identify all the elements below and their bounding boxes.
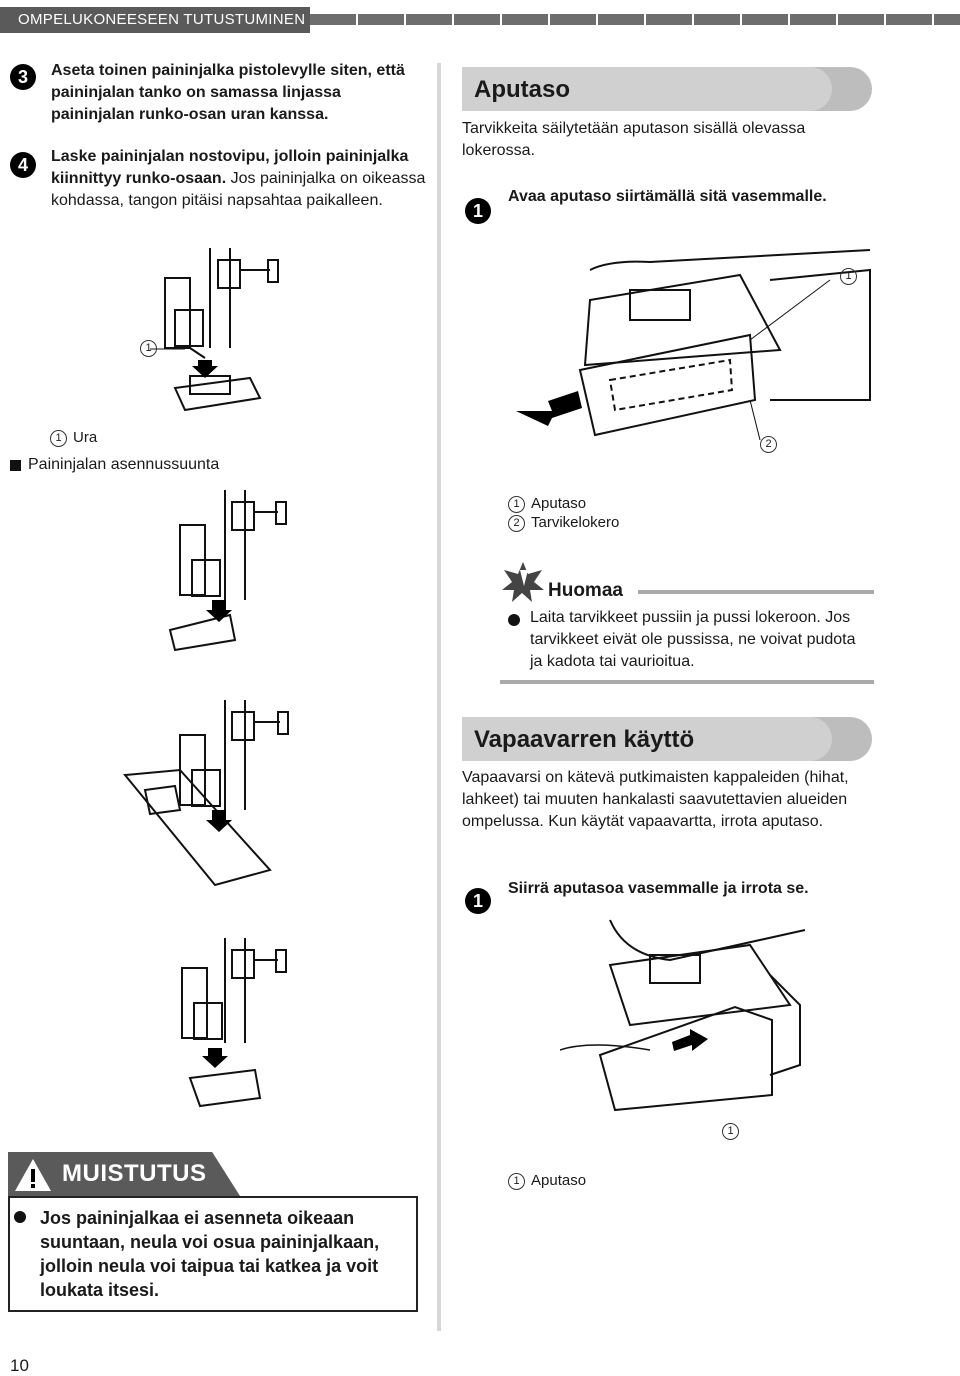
sewing-machine-figure-remove-table (560, 919, 806, 1112)
vapaavarsi-heading-bar: Vapaavarren käyttö (462, 717, 872, 761)
note-icon (502, 562, 544, 602)
vapaavarsi-intro: Vapaavarsi on kätevä putkimaisten kappal… (462, 769, 849, 830)
presser-foot-figure-1 (150, 248, 279, 412)
aputaso-heading-bar: Aputaso (462, 67, 872, 111)
step-3-number: 3 (10, 64, 36, 90)
header-rule (310, 14, 960, 25)
warning-icon (15, 1159, 51, 1191)
column-divider (437, 63, 441, 1331)
vapaavarsi-step-1-text: Siirrä aputasoa vasemmalle ja irrota se. (508, 880, 809, 897)
step-4-number: 4 (10, 152, 36, 178)
note-title-rule (638, 590, 874, 594)
caution-box (8, 1196, 418, 1312)
step-3-text: Aseta toinen paininjalka pistolevylle si… (51, 62, 405, 123)
aputaso-callout-1: 1 (840, 268, 863, 286)
note-bottom-rule (500, 680, 874, 684)
heading-square-icon (10, 460, 21, 471)
presser-foot-figure-4 (181, 938, 287, 1108)
aputaso-intro: Tarvikkeita säilytetään aputason sisällä… (462, 120, 806, 159)
vapaavarsi-step-1-number: 1 (465, 888, 491, 914)
bullet-icon (508, 614, 520, 626)
note-text: Laita tarvikkeet pussiin ja pussi lokero… (530, 609, 856, 670)
aputaso-step-1-text: Avaa aputaso siirtämällä sitä vasemmalle… (508, 188, 827, 205)
aputaso-callout-2: 2 (760, 436, 783, 454)
aputaso-step-1-number: 1 (465, 198, 491, 224)
vapaavarsi-callout-1: 1 (722, 1123, 745, 1141)
presser-foot-figure-2 (168, 490, 287, 652)
direction-heading: Paininjalan asennussuunta (28, 456, 220, 473)
section-header: OMPELUKONEESEEN TUTUSTUMINEN (0, 7, 310, 33)
caution-text: Jos paininjalkaa ei asenneta oikeaan suu… (40, 1208, 380, 1300)
sewing-machine-figure-extension-table (516, 249, 871, 441)
figure-1-callout: 1 (140, 340, 163, 358)
step-4-text: Laske paininjalan nostovipu, jolloin pai… (51, 146, 426, 212)
buttonhole-foot-figure (123, 700, 289, 887)
caution-title: MUISTUTUS (62, 1160, 207, 1187)
page-number: 10 (10, 1356, 29, 1375)
bullet-icon (14, 1211, 26, 1223)
step-4-note: Jos paininjalka on oikeassa kohdassa, ta… (51, 170, 426, 209)
vapaavarsi-heading: Vapaavarren käyttö (474, 726, 695, 753)
note-title: Huomaa (548, 580, 623, 601)
aputaso-heading: Aputaso (474, 76, 570, 103)
step-4-main: Laske paininjalan nostovipu, jolloin pai… (51, 148, 409, 187)
